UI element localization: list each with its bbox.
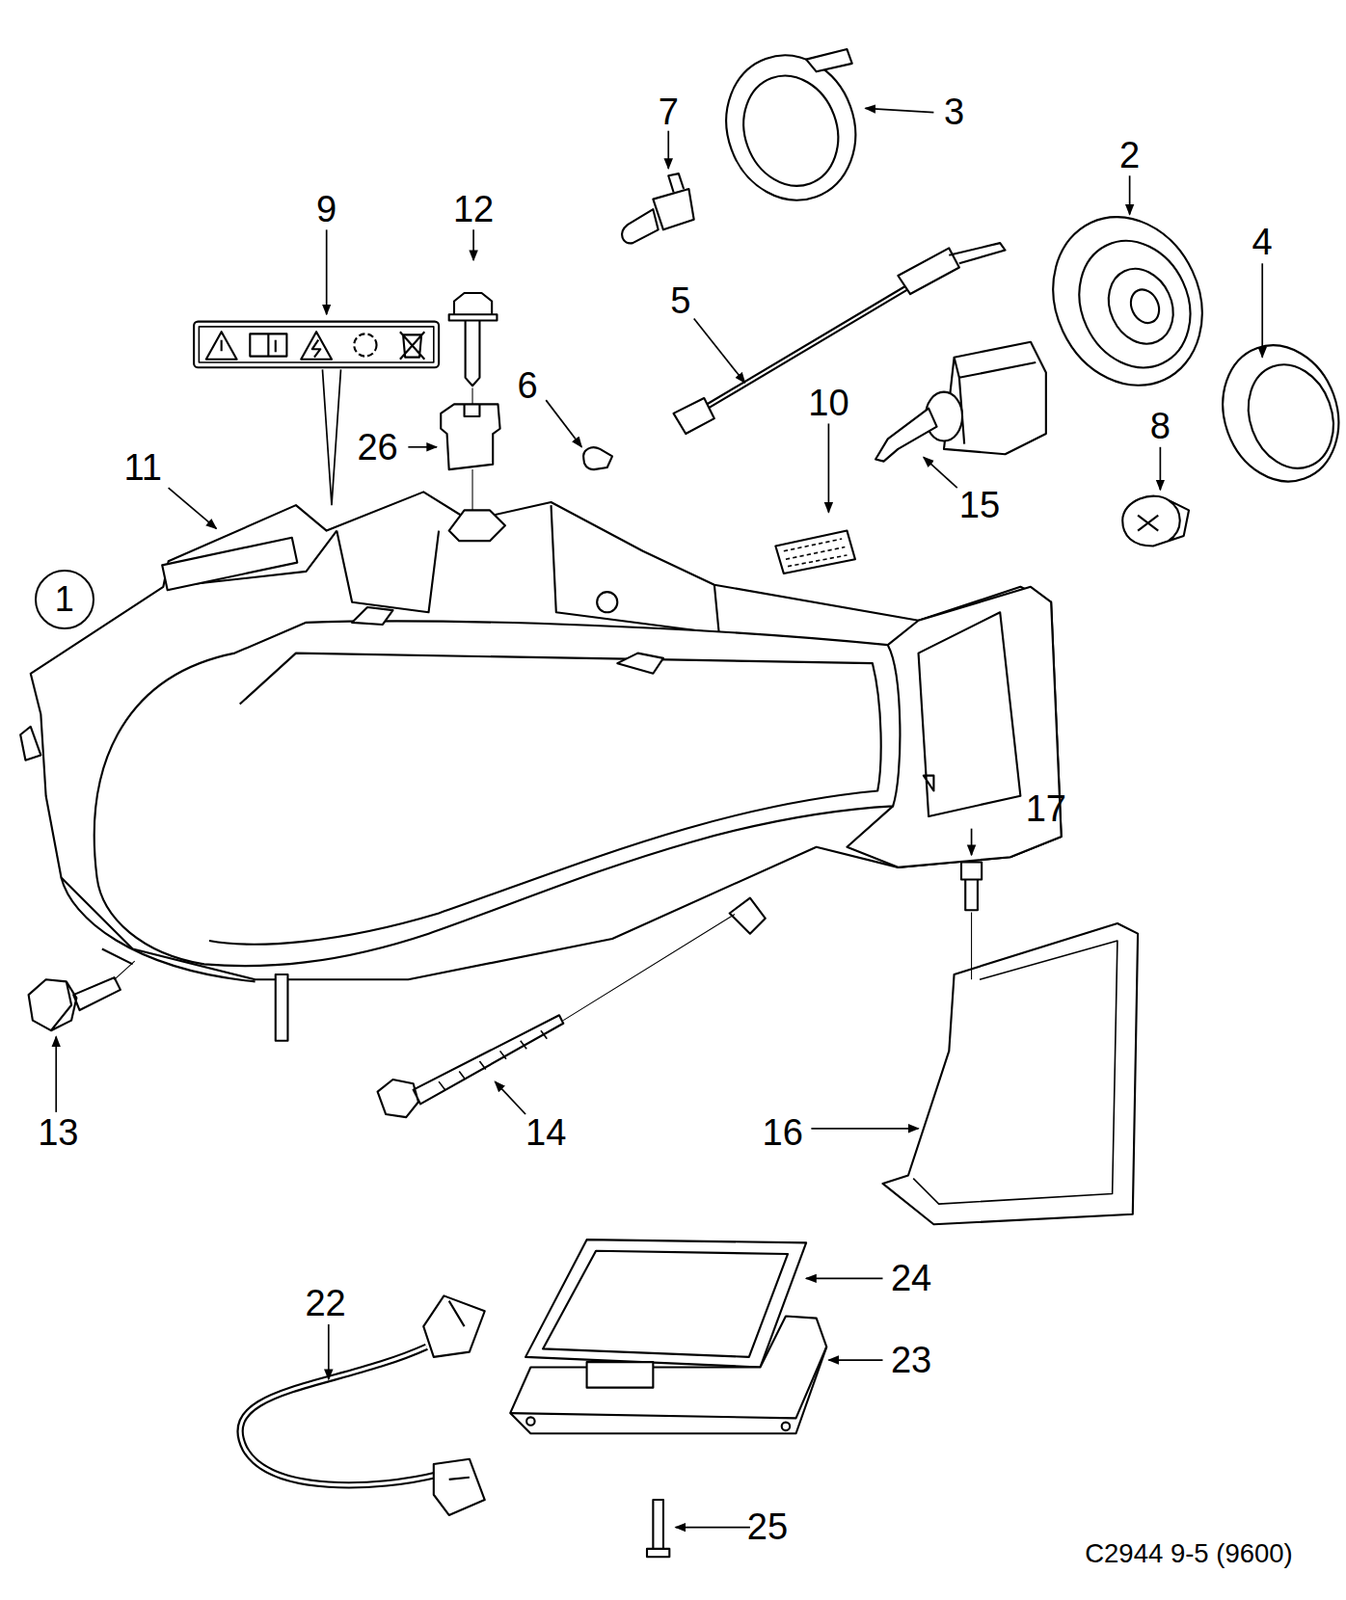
cable-plug xyxy=(897,242,1005,295)
wedge-bulb xyxy=(583,447,613,470)
leader-lines xyxy=(55,107,1263,1528)
callout-number: 22 xyxy=(304,1284,346,1321)
callout-number: 3 xyxy=(943,93,965,131)
callout-circle: 1 xyxy=(34,569,95,630)
indicator-detail xyxy=(918,612,1022,817)
callout-number: 11 xyxy=(123,449,162,486)
long-bolt xyxy=(377,1015,565,1118)
callout-number: 12 xyxy=(453,190,494,228)
mount-pin xyxy=(275,974,289,1042)
rubber-cap-center xyxy=(1125,285,1164,328)
harness xyxy=(240,1346,439,1486)
ring-tab xyxy=(806,49,853,72)
callout-number: 25 xyxy=(747,1508,788,1546)
cover-ring xyxy=(706,36,876,218)
housing xyxy=(30,491,1062,980)
callout-number: 2 xyxy=(1119,136,1140,174)
bolt xyxy=(28,977,121,1031)
callout-number: 7 xyxy=(658,93,679,131)
xenon-glass xyxy=(875,408,938,462)
callout-number: 4 xyxy=(1252,223,1273,261)
callout-number: 14 xyxy=(525,1114,566,1152)
callout-number: 23 xyxy=(890,1342,932,1379)
clip xyxy=(351,607,664,674)
warning-icon xyxy=(206,331,332,360)
harness-plug xyxy=(433,1459,485,1516)
lens-edge xyxy=(61,877,256,982)
lens xyxy=(94,620,901,967)
rubber-cap-ring xyxy=(1058,222,1211,386)
rubber-cap xyxy=(1025,192,1229,411)
gasket xyxy=(525,1239,807,1368)
lock-ring-inner xyxy=(1234,352,1346,481)
callout-number: 17 xyxy=(1025,790,1067,828)
indicator-bulb xyxy=(1122,496,1189,547)
h7-bulb xyxy=(621,173,695,243)
lens-inner xyxy=(209,653,882,945)
screw xyxy=(449,293,498,386)
callout-number: 9 xyxy=(316,190,337,228)
callout-number: 1 xyxy=(54,582,75,618)
xenon-bulb xyxy=(943,342,1047,455)
callout-number: 26 xyxy=(356,429,398,466)
lamp-socket xyxy=(449,510,506,541)
harness-plug xyxy=(423,1295,485,1358)
cover-screw xyxy=(961,862,982,912)
unit-connector xyxy=(587,1362,654,1388)
callout-number: 16 xyxy=(762,1114,804,1152)
callout-number: 13 xyxy=(37,1114,79,1152)
callout-number: 15 xyxy=(959,486,1000,524)
mount-boss xyxy=(729,898,766,935)
id-tag xyxy=(775,531,856,574)
recycle-icon xyxy=(353,333,377,356)
cover-ring-inner xyxy=(728,62,854,200)
unit-screw xyxy=(646,1500,670,1558)
warning-label xyxy=(193,322,439,369)
control-unit xyxy=(510,1317,827,1435)
callout-number: 6 xyxy=(517,367,539,404)
rubber-cap-ring xyxy=(1096,258,1185,355)
callout-number: 24 xyxy=(890,1260,932,1297)
callout-number: 8 xyxy=(1150,407,1171,445)
lock-ring xyxy=(1204,328,1346,498)
cable-plug xyxy=(673,398,715,434)
clip-26 xyxy=(440,403,500,470)
bin-icon xyxy=(400,331,425,360)
top-bracket xyxy=(161,538,297,591)
manual-icon xyxy=(249,333,287,356)
figure-code: C2944 9-5 (9600) xyxy=(1084,1540,1293,1568)
callout-number: 10 xyxy=(807,384,849,422)
callout-number: 5 xyxy=(670,282,691,320)
indicator-cover xyxy=(882,923,1138,1225)
adjuster xyxy=(596,592,618,613)
